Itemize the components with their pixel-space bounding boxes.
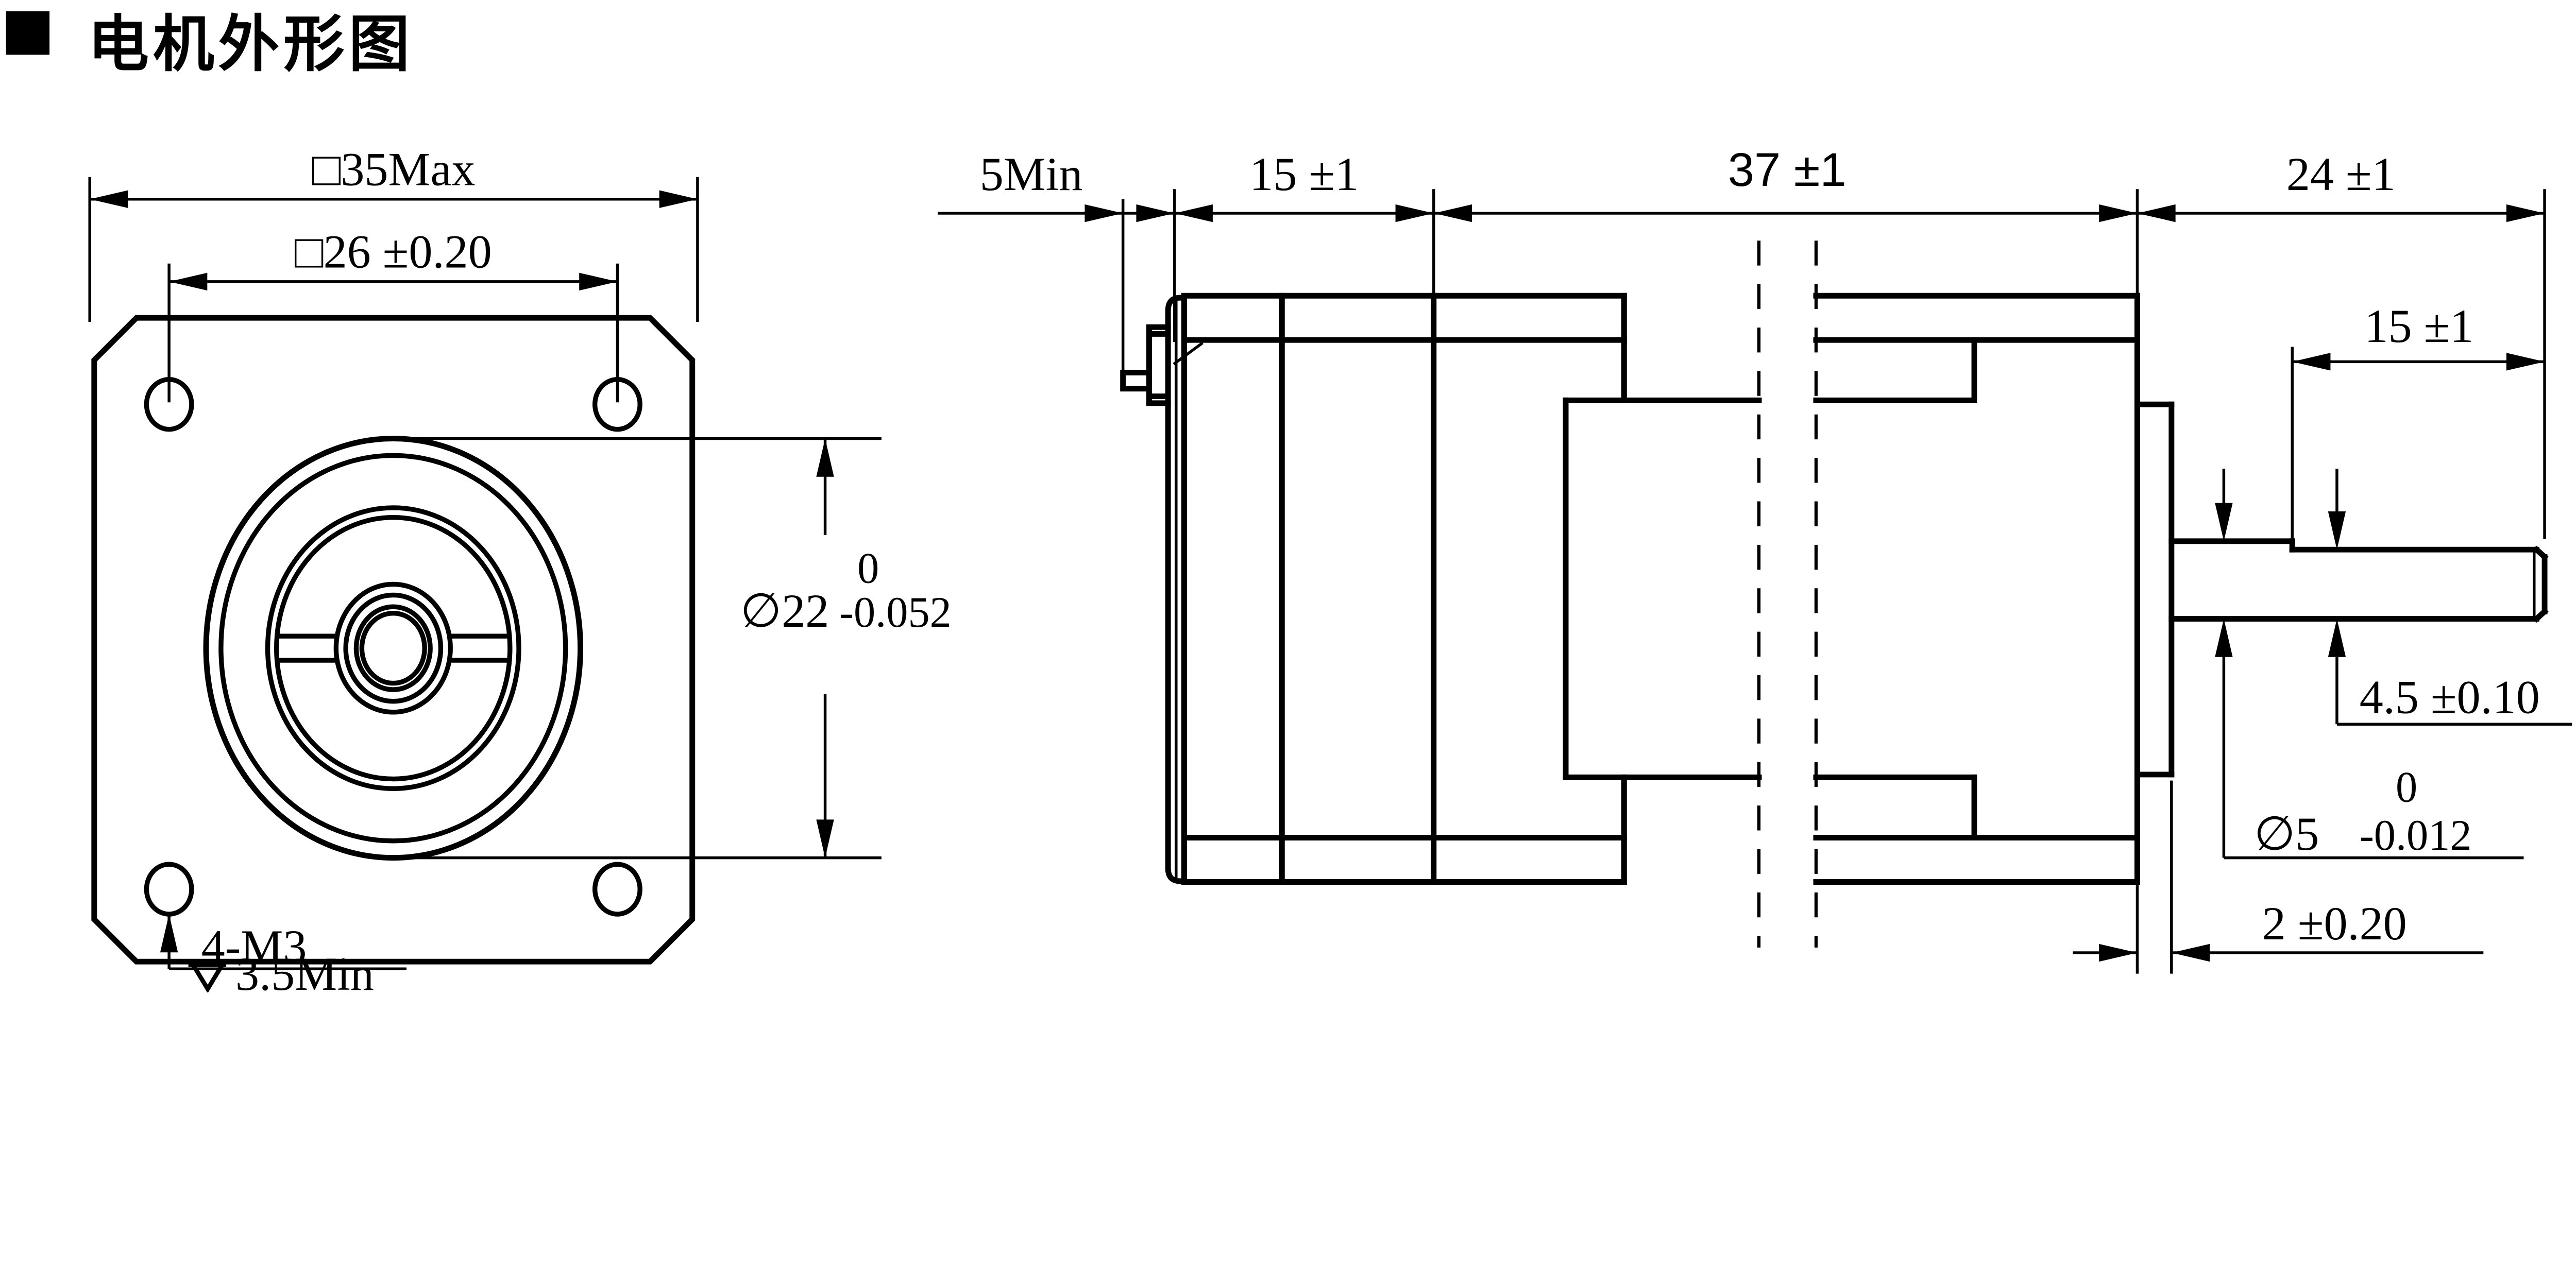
dim-pilot-tol-lower: -0.052: [839, 589, 952, 637]
dim-lead-min-label: 5Min: [980, 148, 1083, 200]
lead-wire-connector: [1120, 324, 1204, 406]
dim-bolt-spacing-label: □26 ±0.20: [295, 226, 492, 278]
dim-flat-height-label: 4.5 ±0.10: [2360, 671, 2540, 723]
flange-plate: [1165, 294, 1187, 885]
dim-shaft-length-label: 24 ±1: [2286, 148, 2396, 200]
dim-pilot-prefix: ∅22: [740, 585, 829, 637]
side-view-dimensions: 5Min 15 ±1 37 ±1 24 ±1 15 ±1 4.5 ±0.10: [938, 143, 2572, 974]
dim-pilot-boss: 2 ±0.20: [2073, 780, 2484, 974]
drawing-page: 电机外形图: [6, 10, 2572, 992]
dim-shaft-diameter: ∅5 0 -0.012: [2215, 469, 2524, 860]
lamination-section: [1563, 397, 1977, 780]
page-title: 电机外形图: [88, 10, 414, 79]
dim-top-chain: 5Min 15 ±1 37 ±1 24 ±1: [938, 143, 2546, 539]
dim-depth-label: 3.5Min: [235, 948, 374, 992]
dim-bolt-spacing: □26 ±0.20: [167, 226, 619, 403]
dim-flat-length: 15 ±1: [2291, 300, 2545, 539]
dim-shaft-dia-tol-lower: -0.012: [2360, 812, 2472, 860]
motor-outline-drawing: 电机外形图: [6, 10, 2572, 992]
rear-housing: [1813, 293, 2140, 885]
dim-front-housing-label: 15 ±1: [1249, 148, 1359, 200]
title-block: 电机外形图: [6, 10, 414, 79]
dim-shaft-dia-prefix: ∅5: [2254, 808, 2319, 860]
dim-body-length-label: 37 ±1: [1728, 143, 1846, 196]
flange-outline: [91, 315, 696, 965]
side-view: [1120, 241, 2549, 948]
boss-circles: [203, 436, 584, 861]
bearing-boss: [2134, 401, 2175, 778]
output-shaft: [2168, 538, 2549, 623]
dim-pilot-diameter: ∅22 0 -0.052: [393, 437, 952, 860]
dim-flange-size-label: □35Max: [312, 143, 476, 195]
dim-flat-height: 4.5 ±0.10: [2328, 469, 2572, 726]
dim-pilot-tol-upper: 0: [857, 544, 879, 592]
dim-shaft-dia-tol-upper: 0: [2396, 763, 2417, 811]
dim-mounting-holes: 4-M3 3.5Min: [160, 914, 407, 992]
title-bullet-icon: [6, 11, 50, 55]
front-view: [91, 315, 696, 965]
break-lines: [1757, 241, 1818, 948]
dim-flat-length-label: 15 ±1: [2364, 300, 2473, 352]
dim-flange-size: □35Max: [88, 143, 699, 322]
dim-pilot-boss-label: 2 ±0.20: [2262, 897, 2407, 950]
front-housing: [1181, 293, 1627, 885]
front-view-dimensions: □35Max □26 ±0.20 ∅22 0 -0.052: [88, 143, 952, 992]
depth-symbol-icon: [188, 963, 227, 992]
